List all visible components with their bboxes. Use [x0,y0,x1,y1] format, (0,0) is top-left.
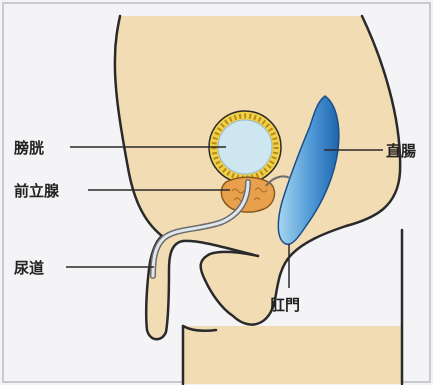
label-rectum: 直腸 [386,142,416,160]
label-anus: 肛門 [270,296,300,314]
label-urethra: 尿道 [14,259,44,277]
label-bladder: 膀胱 [14,139,44,157]
label-prostate: 前立腺 [14,182,60,200]
bladder-lumen [218,120,272,174]
